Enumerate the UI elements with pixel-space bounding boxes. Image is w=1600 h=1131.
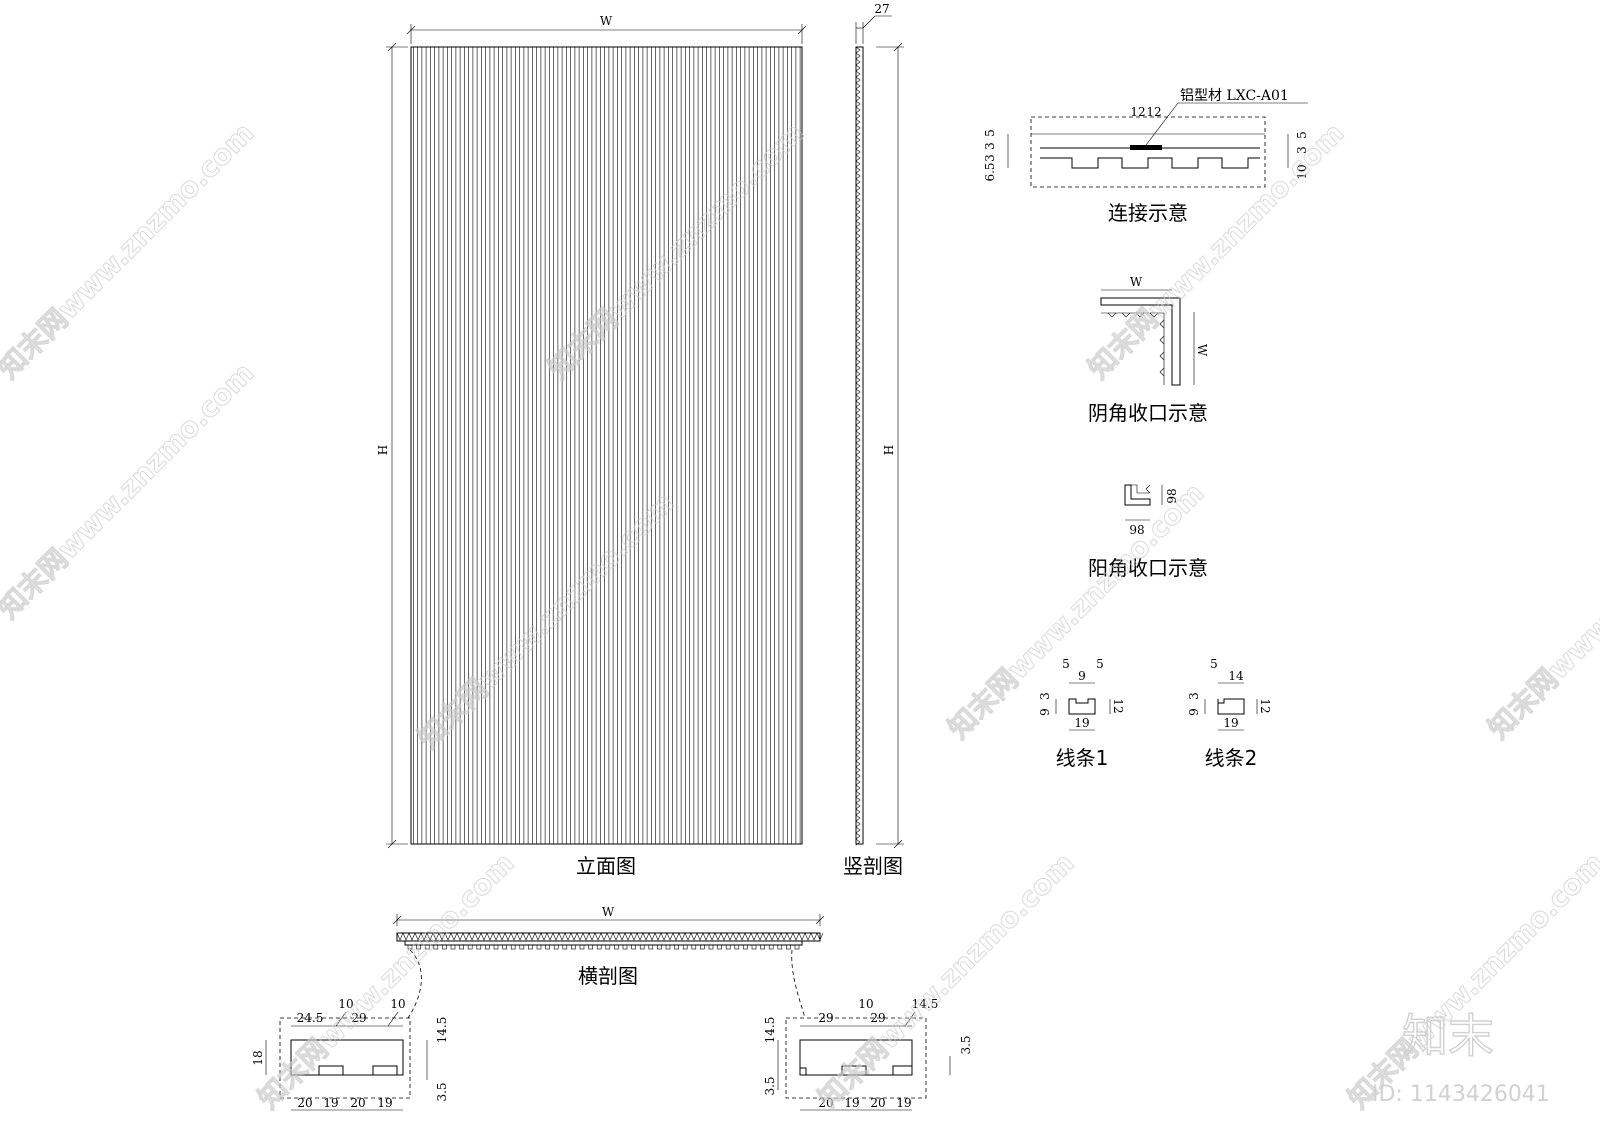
vertical-section-view: 27 H 竖剖图 xyxy=(843,2,904,878)
vertical-section-title: 竖剖图 xyxy=(843,854,903,878)
horizontal-width-label: W xyxy=(602,905,615,919)
dl-b20b: 20 xyxy=(350,1096,365,1110)
s2-dim-5: 5 xyxy=(1210,657,1218,671)
dr-dim-14-5: 14.5 xyxy=(912,997,939,1011)
vertical-thickness-label: 27 xyxy=(874,2,889,16)
s1-dim-19: 19 xyxy=(1074,716,1089,730)
dr-b20a: 20 xyxy=(818,1096,833,1110)
connection-title: 连接示意 xyxy=(1108,201,1188,225)
watermark-site: 知末网www.znzmo.com xyxy=(1082,116,1351,385)
detail-right: 29 10 29 14.5 14.5 3.5 3.5 20 19 20 19 xyxy=(763,997,973,1111)
s2-dim-14: 14 xyxy=(1228,669,1244,683)
inner-corner-detail: W W 阴角收口示意 xyxy=(1088,275,1209,425)
s1-dim-12: 12 xyxy=(1111,698,1125,713)
dl-b19b: 19 xyxy=(377,1096,392,1110)
conn-dim-12a: 12 xyxy=(1130,105,1145,119)
outer-corner-98-v: 98 xyxy=(1165,488,1179,503)
elevation-height-label: H xyxy=(376,445,390,455)
connection-detail: 铝型材 LXC-A01 12 12 5 3 6.5 3 5 3 10 连接示意 xyxy=(983,88,1309,225)
strip2-title: 线条2 xyxy=(1205,746,1258,770)
inner-corner-w-right: W xyxy=(1195,344,1209,357)
conn-dim-r5: 5 xyxy=(1295,131,1309,139)
strip1-title: 线条1 xyxy=(1056,746,1109,770)
horizontal-section-hatch xyxy=(396,932,824,941)
outer-corner-title: 阳角收口示意 xyxy=(1088,556,1208,580)
dl-dim-3-5: 3.5 xyxy=(435,1082,449,1101)
horizontal-section-view: W 横剖图 xyxy=(392,905,825,1019)
dr-left-14-5: 14.5 xyxy=(763,1017,777,1044)
conn-dim-6-5: 6.5 xyxy=(983,162,997,181)
elevation-title: 立面图 xyxy=(576,854,636,878)
horizontal-section-title: 横剖图 xyxy=(578,964,638,988)
dr-dim-29a: 29 xyxy=(818,1011,833,1025)
watermark-site: 知末网www.znzmo.com xyxy=(542,116,811,385)
strip2-detail: 5 14 9 3 12 19 线条2 xyxy=(1187,657,1272,770)
dr-b19b: 19 xyxy=(896,1096,911,1110)
s1-dim-9v: 9 xyxy=(1038,708,1052,716)
s1-dim-5b: 5 xyxy=(1096,657,1104,671)
dr-left-3-5: 3.5 xyxy=(763,1076,777,1095)
conn-dim-3b: 3 xyxy=(983,154,997,162)
s1-dim-3v: 3 xyxy=(1038,692,1052,700)
watermark-site: 知末网www.znzmo.com xyxy=(942,476,1211,745)
watermark-site: 知末网www.znzmo.com xyxy=(412,486,681,755)
dl-dim-10b: 10 xyxy=(390,997,405,1011)
dr-b20b: 20 xyxy=(870,1096,885,1110)
inner-corner-w-top: W xyxy=(1130,275,1143,289)
conn-dim-r3: 3 xyxy=(1295,146,1309,154)
watermark-site: 知末网www.znzmo.com xyxy=(1342,846,1600,1115)
dr-dim-10: 10 xyxy=(858,997,873,1011)
vertical-height-label: H xyxy=(882,445,896,455)
horizontal-section-grooves xyxy=(407,944,800,950)
elevation-flutes xyxy=(413,47,801,844)
watermark-id: ID: 1143426041 xyxy=(1372,1082,1550,1107)
s1-dim-5a: 5 xyxy=(1062,657,1070,671)
outer-corner-detail: 98 98 阳角收口示意 xyxy=(1088,484,1208,580)
aluminum-profile-mark xyxy=(1130,145,1162,150)
vertical-section-hatch xyxy=(855,46,861,846)
s2-dim-9v: 9 xyxy=(1187,708,1201,716)
dl-dim-24-5: 24.5 xyxy=(297,1011,324,1025)
dr-right-3-5: 3.5 xyxy=(959,1035,973,1054)
dr-dim-29b: 29 xyxy=(870,1011,885,1025)
conn-dim-r10: 10 xyxy=(1295,164,1309,179)
s1-dim-9: 9 xyxy=(1078,669,1086,683)
watermark-site: 知末网www.znzmo.com xyxy=(812,846,1081,1115)
s2-dim-12: 12 xyxy=(1258,698,1272,713)
watermark-logo: 知末 xyxy=(1402,1009,1494,1063)
watermark-site: 知末网www.znzmo.com xyxy=(0,356,260,625)
dl-b20a: 20 xyxy=(297,1096,312,1110)
detail-left: 24.5 10 29 10 18 14.5 3.5 20 19 20 19 xyxy=(251,997,449,1111)
elevation-width-label: W xyxy=(600,14,613,28)
dl-dim-14-5: 14.5 xyxy=(435,1017,449,1044)
elevation-view: W H 立面图 xyxy=(376,14,807,878)
dl-dim-10a: 10 xyxy=(338,997,353,1011)
dl-dim-18: 18 xyxy=(251,1050,265,1065)
dr-b19a: 19 xyxy=(844,1096,859,1110)
strip1-detail: 5 9 5 9 3 12 19 线条1 xyxy=(1038,657,1125,770)
s2-dim-19: 19 xyxy=(1223,716,1238,730)
conn-dim-5: 5 xyxy=(983,129,997,137)
outer-corner-98-h: 98 xyxy=(1129,523,1144,537)
dl-dim-29: 29 xyxy=(351,1011,366,1025)
inner-corner-title: 阴角收口示意 xyxy=(1088,401,1208,425)
dl-b19a: 19 xyxy=(323,1096,338,1110)
watermark-site: 知末网www.znzmo.com xyxy=(0,116,260,385)
aluminum-profile-label: 铝型材 LXC-A01 xyxy=(1180,88,1289,104)
conn-dim-12b: 12 xyxy=(1146,105,1161,119)
watermark-site: 知末网www.znzmo.com xyxy=(1482,476,1600,745)
s2-dim-3v: 3 xyxy=(1187,692,1201,700)
conn-dim-3: 3 xyxy=(983,142,997,150)
